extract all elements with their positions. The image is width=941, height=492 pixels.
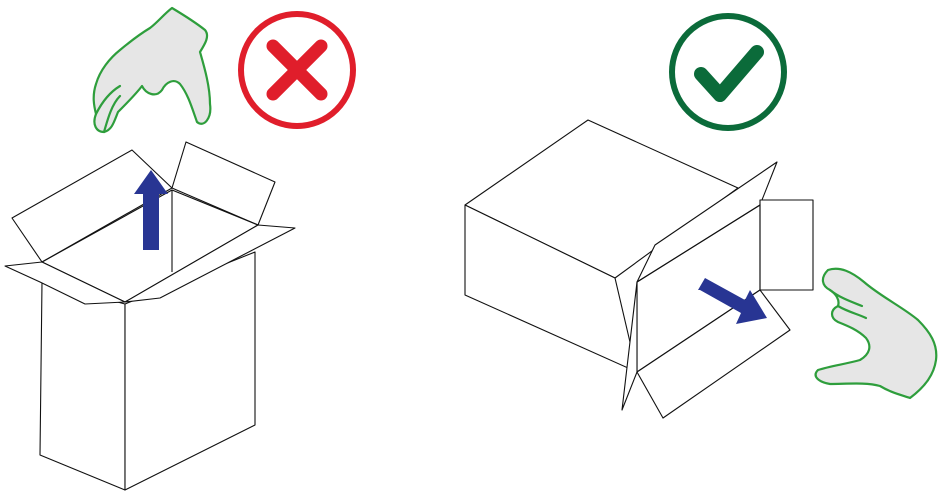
arrow-up-icon — [134, 170, 168, 250]
panel-right-way — [464, 13, 938, 419]
upright-open-box — [4, 141, 296, 491]
arrow-diagonal-icon — [698, 278, 767, 324]
box-back-flap-right — [171, 141, 276, 226]
cross-circle-icon — [238, 11, 356, 129]
box-front-flap-left — [4, 261, 126, 305]
box-bottom-flap — [636, 289, 791, 419]
panel-wrong-way — [4, 6, 356, 491]
check-circle-icon — [669, 13, 787, 131]
box-left-wall — [39, 281, 126, 491]
box-side-flap — [759, 199, 814, 291]
box-front-flap-right — [124, 224, 296, 303]
box-hanging-flap — [621, 281, 638, 411]
gloved-hand-icon — [92, 6, 212, 134]
tipped-open-box — [464, 119, 814, 419]
gloved-hand-icon — [814, 267, 938, 400]
box-right-wall — [124, 251, 256, 491]
